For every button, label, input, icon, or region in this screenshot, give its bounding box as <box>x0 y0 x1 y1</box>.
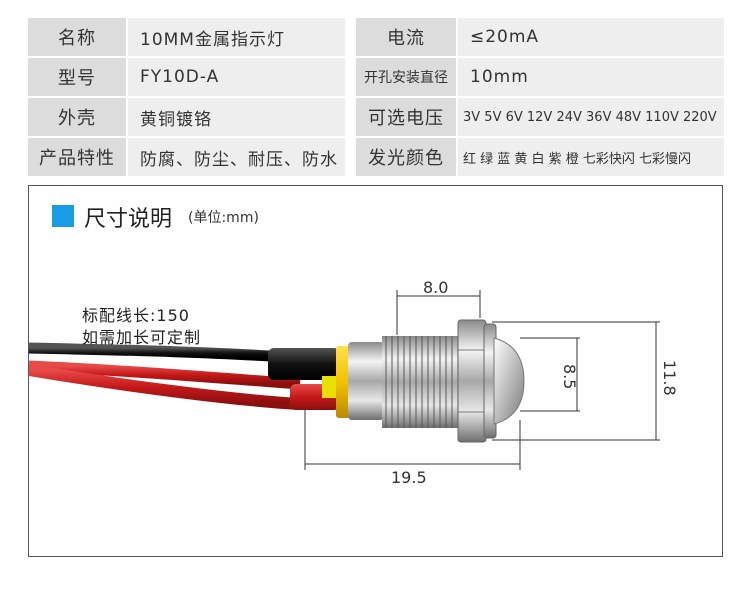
spec-label-current: 电流 <box>356 18 456 56</box>
dim-total-length: 19.5 <box>391 468 427 487</box>
wire-length-note: 标配线长:150 <box>82 306 190 325</box>
spec-value-name: 10MM金属指示灯 <box>128 18 345 56</box>
spec-value-housing: 黄铜镀铬 <box>128 98 345 136</box>
spec-value-features: 防腐、防尘、耐压、防水 <box>128 138 345 176</box>
spec-label-features: 产品特性 <box>28 138 126 176</box>
spec-label-voltage: 可选电压 <box>356 98 456 136</box>
dim-thread-length: 8.0 <box>423 278 449 297</box>
spec-row: 产品特性 防腐、防尘、耐压、防水 发光颜色 红 绿 蓝 黄 白 紫 橙 七彩快闪… <box>28 138 724 176</box>
spec-row: 外壳 黄铜镀铬 可选电压 3V 5V 6V 12V 24V 36V 48V 11… <box>28 98 724 136</box>
spec-row: 名称 10MM金属指示灯 电流 ≤20mA <box>28 18 724 56</box>
spec-label-hole-diameter: 开孔安装直径 <box>356 58 456 96</box>
spec-row: 型号 FY10D-A 开孔安装直径 10mm <box>28 58 724 96</box>
wire-bundle <box>28 342 344 410</box>
dimension-title: 尺寸说明 <box>84 207 173 232</box>
threaded-body <box>348 336 462 428</box>
spec-value-voltage: 3V 5V 6V 12V 24V 36V 48V 110V 220V <box>458 98 724 136</box>
dim-nut-diameter: 11.8 <box>660 360 679 396</box>
spec-value-current: ≤20mA <box>458 18 724 56</box>
spec-label-color: 发光颜色 <box>356 138 456 176</box>
hex-nut <box>457 319 487 443</box>
red-wire-upper <box>28 360 301 390</box>
dimension-unit: (单位:mm) <box>188 210 259 226</box>
yellow-ring <box>336 346 350 418</box>
spec-value-color: 红 绿 蓝 黄 白 紫 橙 七彩快闪 七彩慢闪 <box>458 138 724 176</box>
spec-label-name: 名称 <box>28 18 126 56</box>
black-wire <box>28 342 301 364</box>
heat-shrink-black <box>268 348 340 380</box>
dimension-lines <box>304 290 660 470</box>
spec-value-model: FY10D-A <box>128 58 345 96</box>
red-wire-lower <box>28 364 301 410</box>
custom-length-note: 如需加长可定制 <box>82 328 202 347</box>
spec-value-hole-diameter: 10mm <box>458 58 724 96</box>
spec-label-model: 型号 <box>28 58 126 96</box>
spec-label-housing: 外壳 <box>28 98 126 136</box>
section-marker-icon <box>52 205 74 227</box>
lens-dome <box>493 337 525 425</box>
dim-lens-diameter: 8.5 <box>560 364 579 390</box>
